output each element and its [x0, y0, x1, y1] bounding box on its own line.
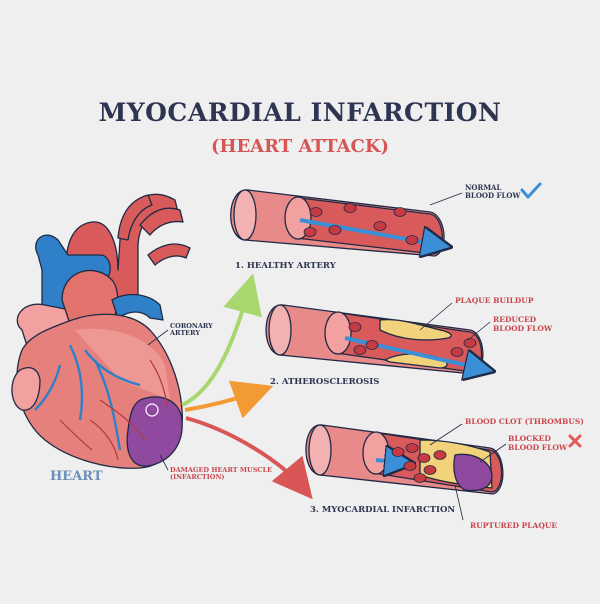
aortic-branch-1: [117, 194, 153, 241]
blocked-flow-pointer: [479, 443, 507, 463]
stage-2-label: 2. ATHEROSCLEROSIS: [270, 377, 380, 387]
normal-flow-label: NORMAL BLOOD FLOW: [465, 183, 521, 201]
infarction-area: [126, 396, 183, 467]
stage-1-label: 1. HEALTHY ARTERY: [235, 261, 336, 271]
arrow-to-atherosclerosis: [184, 380, 274, 419]
coronary-artery-label: CORONARY ARTERY: [170, 322, 213, 338]
cross-icon: [568, 434, 582, 448]
normal-flow-pointer: [429, 192, 463, 206]
heart-label: HEART: [50, 469, 103, 484]
infarction-pointer: [159, 454, 169, 471]
ruptured-plaque-pointer: [454, 484, 464, 521]
plaque-buildup-label: PLAQUE BUILDUP: [455, 296, 534, 305]
damaged-muscle-label: DAMAGED HEART MUSCLE (INFARCTION): [170, 466, 273, 482]
ruptured-plaque-label: RUPTURED PLAQUE: [470, 521, 558, 530]
pulmonary-artery: [111, 293, 164, 321]
blood-clot-cells: [391, 443, 447, 483]
reduced-flow-label: REDUCED BLOOD FLOW: [493, 315, 553, 333]
artery-atherosclerosis: [265, 304, 488, 374]
artery-infarction: [305, 424, 504, 495]
blood-cells-healthy: [303, 203, 419, 245]
plaque-pointer: [419, 302, 453, 331]
occlusion-marker: [145, 403, 159, 417]
flow-arrow-blocked: [375, 460, 408, 463]
plaque-top: [379, 319, 452, 341]
aortic-branch-2: [139, 207, 184, 236]
flow-arrow-normal: [299, 218, 445, 246]
heart-illustration: [11, 193, 191, 469]
arrow-to-infarction: [185, 416, 313, 500]
blocked-flow-label: BLOCKED BLOOD FLOW: [508, 434, 568, 452]
arrow-to-healthy: [181, 273, 262, 407]
page-title: MYOCARDIAL INFARCTION: [98, 98, 502, 127]
thrombus: [453, 453, 493, 492]
blood-cells-atherosclerosis: [348, 322, 477, 357]
checkmark-icon: [520, 182, 542, 199]
coronary-vessels: [34, 344, 141, 451]
stage-3-label: 3. MYOCARDIAL INFARCTION: [310, 505, 456, 515]
aortic-branch-3: [147, 243, 191, 266]
coronary-arteries-red: [59, 359, 169, 461]
heart-highlight: [75, 328, 170, 400]
artery-healthy: [230, 189, 445, 256]
clot-pointer: [429, 423, 463, 446]
right-atrium: [11, 367, 41, 411]
page-subtitle: (HEART ATTACK): [210, 136, 390, 157]
reduced-flow-pointer: [467, 321, 491, 341]
coronary-pointer: [147, 329, 169, 346]
blood-clot-label: BLOOD CLOT (THROMBUS): [465, 417, 584, 426]
